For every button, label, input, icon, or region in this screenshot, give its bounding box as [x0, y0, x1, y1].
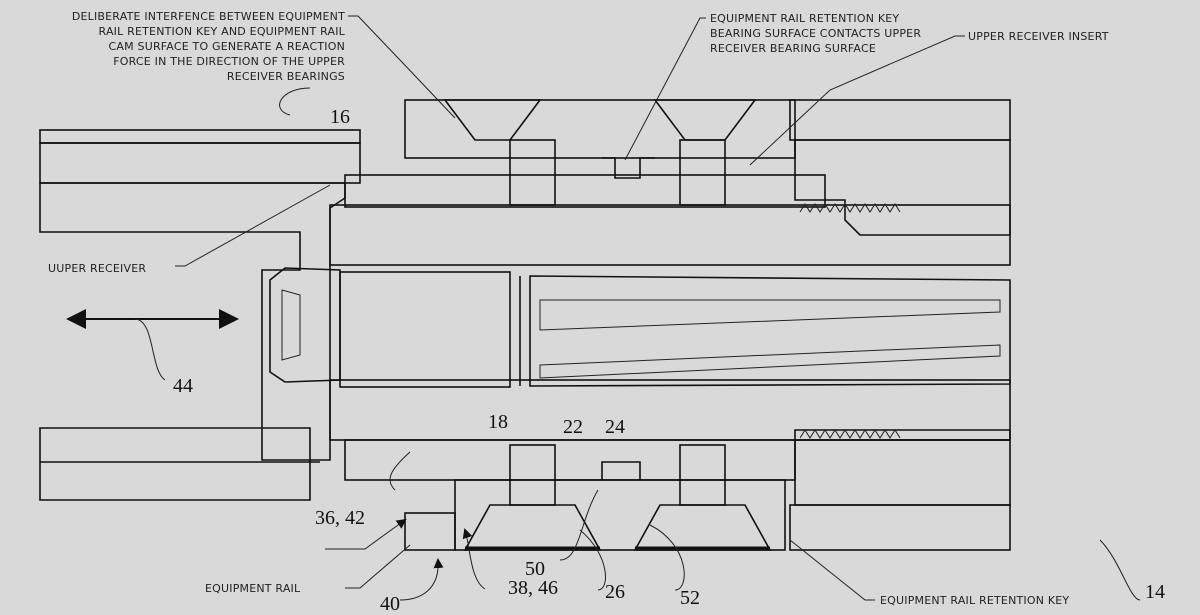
- ref-14: 14: [1145, 581, 1165, 603]
- thread-top: [799, 203, 901, 213]
- screw-head-top-2: [653, 99, 757, 141]
- note-upper-receiver-insert: UPPER RECEIVER INSERT: [968, 30, 1109, 43]
- ref-24: 24: [605, 416, 625, 438]
- thread-bottom: [799, 429, 901, 439]
- screw-shank-top-1: [509, 139, 556, 206]
- equipment-rail-block: [404, 512, 456, 551]
- upper-receiver-insert: [794, 139, 1011, 236]
- upper-rail-right: [789, 99, 1011, 141]
- note-upper-receiver: UUPER RECEIVER: [48, 262, 146, 275]
- bolt-body: [339, 271, 511, 388]
- note-interference: DELIBERATE INTERFENCE BETWEEN EQUIPMENT …: [72, 10, 346, 83]
- lower-rail-section: [344, 429, 1011, 551]
- note-bearing-surface: EQUIPMENT RAIL RETENTION KEY BEARING SUR…: [710, 12, 921, 55]
- upper-receiver: [39, 129, 361, 501]
- screw-head-top-1: [443, 99, 542, 141]
- ref-52: 52: [680, 587, 700, 609]
- leader-lines: [175, 15, 1141, 601]
- barrel-extension: [329, 204, 1011, 441]
- note-line: EQUIPMENT RAIL RETENTION KEY: [710, 12, 899, 25]
- ref-44: 44: [173, 375, 193, 397]
- note-line: FORCE IN THE DIRECTION OF THE UPPER: [113, 55, 345, 68]
- upper-rail-section: [344, 99, 1011, 236]
- note-line: DELIBERATE INTERFENCE BETWEEN EQUIPMENT: [72, 10, 345, 23]
- screw-shank-bottom-1: [509, 444, 556, 506]
- ref-50: 50: [525, 558, 545, 580]
- note-line: RECEIVER BEARINGS: [227, 70, 345, 83]
- note-line: RECEIVER BEARING SURFACE: [710, 42, 876, 55]
- screw-shank-top-2: [679, 139, 726, 206]
- ref-18: 18: [488, 411, 508, 433]
- ref-26: 26: [605, 581, 625, 603]
- upper-receiver-body: [39, 182, 346, 461]
- ref-36-42: 36, 42: [315, 507, 365, 529]
- screw-shank-bottom-2: [679, 444, 726, 506]
- ref-40: 40: [380, 593, 400, 615]
- ref-16: 16: [330, 106, 350, 128]
- retention-key: [454, 479, 786, 551]
- chamber: [529, 275, 1011, 387]
- note-line: BEARING SURFACE CONTACTS UPPER: [710, 27, 921, 40]
- reference-numerals: 16 44 18 22 24 36, 42 38, 46 40 50 26 52…: [173, 106, 1165, 615]
- ref-22: 22: [563, 416, 583, 438]
- bolt: [269, 267, 1011, 388]
- screw-head-bottom-1: [463, 504, 602, 551]
- ref-38-46: 38, 46: [508, 577, 558, 599]
- key-step: [601, 461, 641, 480]
- note-equipment-rail-retention-key: EQUIPMENT RAIL RETENTION KEY: [880, 594, 1069, 607]
- lower-rail-right: [789, 504, 1011, 551]
- screw-head-bottom-2: [633, 504, 772, 551]
- upper-receiver-lower-wall: [39, 427, 311, 501]
- motion-arrow: [66, 309, 239, 381]
- note-equipment-rail: EQUIPMENT RAIL: [205, 582, 301, 595]
- note-line: CAM SURFACE TO GENERATE A REACTION: [109, 40, 345, 53]
- note-line: RAIL RETENTION KEY AND EQUIPMENT RAIL: [99, 25, 346, 38]
